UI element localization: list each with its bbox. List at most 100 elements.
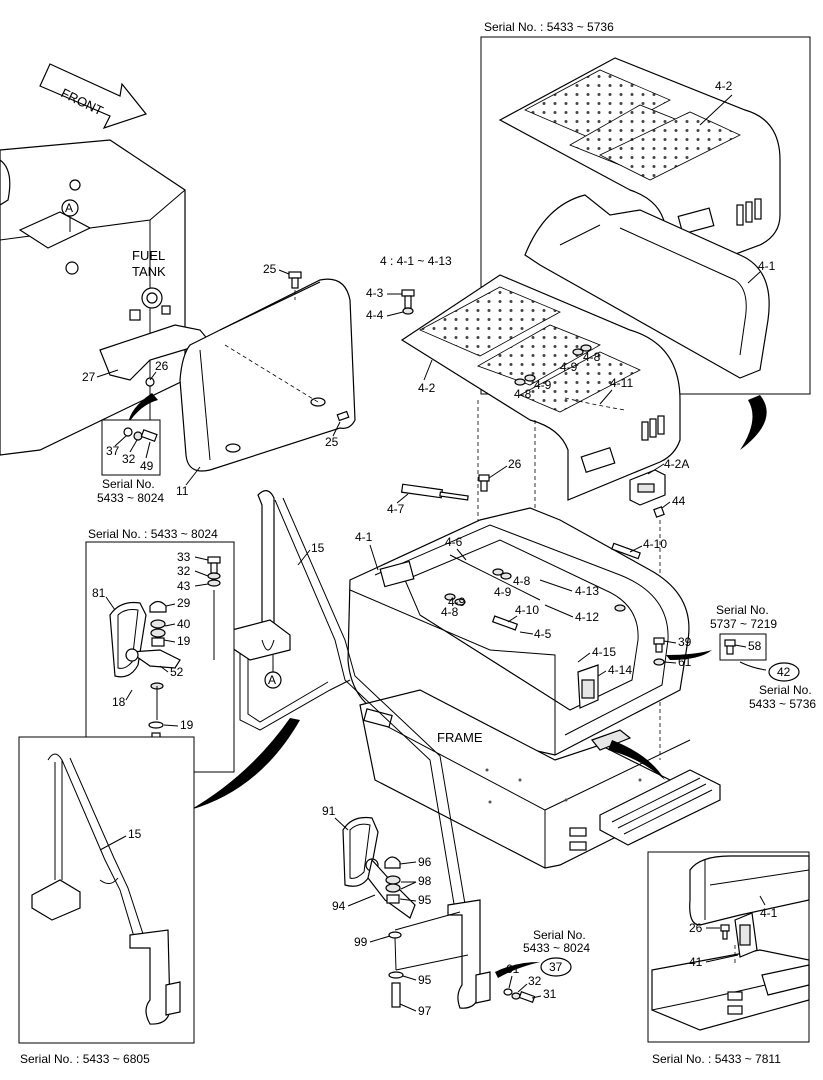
label-37-inset: 37 [106,444,120,458]
serial-bottom-left: Serial No. : 5433 ~ 6805 [20,1052,150,1066]
serial-5737-1: Serial No. [716,603,769,617]
handrail-15 [231,490,491,1009]
serial-bolt-a-2: 5433 ~ 8024 [97,491,164,505]
label-43: 43 [177,579,191,593]
label-4-14: 4-14 [608,663,632,677]
label-4-3: 4-3 [366,286,384,300]
label-11: 11 [176,484,189,498]
label-4-6: 4-6 [445,535,463,549]
label-99: 99 [354,935,368,949]
frame-label: FRAME [437,730,483,745]
circle-a-1: A [61,199,79,217]
label-26-inset: 26 [689,921,703,935]
label-4-1-inset: 4-1 [760,906,778,920]
label-44: 44 [672,494,686,508]
label-52: 52 [170,665,184,679]
fuel-tank-label-1: FUEL [132,248,165,263]
fuel-tank: FUEL TANK A [0,139,186,456]
circle-42: 42 [768,662,800,682]
label-4-8-d: 4-8 [441,605,459,619]
label-19-lower: 19 [180,718,194,732]
fuel-tank-label-2: TANK [132,264,166,279]
label-4-10-b: 4-10 [515,603,539,617]
svg-text:42: 42 [777,665,791,679]
serial-37-1: Serial No. [533,928,586,942]
label-4-7: 4-7 [387,502,405,516]
lower-mirror-assembly [342,816,416,1008]
label-98: 98 [418,874,432,888]
serial-bolt-a-1: Serial No. [102,477,155,491]
label-31: 31 [543,987,557,1001]
label-26-bracket: 26 [155,359,169,373]
label-95-upper: 95 [418,893,432,907]
label-33: 33 [177,550,191,564]
label-4-9-b: 4-9 [534,378,552,392]
front-arrow-icon: FRONT [39,63,148,130]
label-4-5: 4-5 [534,627,552,641]
label-95-lower: 95 [418,973,432,987]
label-19-upper: 19 [177,634,191,648]
svg-text:37: 37 [549,960,563,974]
serial-mirror-box: Serial No. : 5433 ~ 8024 [88,527,218,541]
label-4-2a: 4-2A [664,457,689,471]
label-4-2-top: 4-2 [715,79,733,93]
label-4-8-a: 4-8 [583,350,601,364]
label-18: 18 [112,695,126,709]
circle-37: 37 [540,957,572,977]
serial-bottom-right: Serial No. : 5433 ~ 7811 [652,1052,781,1066]
tub-4-1 [347,507,690,756]
label-96: 96 [418,855,432,869]
serial-37-2: 5433 ~ 8024 [523,941,590,955]
label-4-2: 4-2 [418,381,436,395]
label-32-lower: 32 [528,974,542,988]
label-41: 41 [689,955,703,969]
label-15-main: 15 [311,541,325,555]
label-49-inset: 49 [140,459,154,473]
latch-4-2a [629,469,666,518]
inset-top-right: Serial No. : 5433 ~ 5736 4-2 4-1 [480,20,811,395]
label-32-inset: 32 [122,452,136,466]
label-26-tub: 26 [508,457,522,471]
label-4-8-b: 4-8 [514,387,532,401]
label-94: 94 [332,899,346,913]
label-32-mirror: 32 [177,564,191,578]
label-4-4: 4-4 [366,308,384,322]
label-4-1-top: 4-1 [758,259,776,273]
serial-5737-2: 5737 ~ 7219 [710,617,777,631]
label-39: 39 [678,635,692,649]
label-25-top: 25 [263,262,277,276]
label-4-9-d: 4-9 [448,595,466,609]
serial-top-right: Serial No. : 5433 ~ 5736 [484,20,614,34]
assy-note: 4 : 4-1 ~ 4-13 [380,254,452,268]
inset-bottom-left [18,736,195,1044]
frame [359,689,721,869]
inset-bottom-right [647,851,810,1043]
bolt-inset: 37 32 49 [101,419,161,476]
label-4-12: 4-12 [575,610,599,624]
label-29: 29 [177,596,191,610]
serial-42-1: Serial No. [759,683,812,697]
serial-42-2: 5433 ~ 5736 [749,697,816,711]
gas-spring-4-7 [400,483,469,501]
label-4-15: 4-15 [592,645,616,659]
label-4-1: 4-1 [355,530,373,544]
label-4-9-c: 4-9 [494,585,512,599]
label-91: 91 [322,804,336,818]
svg-text:A: A [268,673,276,687]
label-40: 40 [177,617,191,631]
label-4-8-c: 4-8 [513,574,531,588]
side-panel-11 [179,271,356,472]
label-25-bottom: 25 [325,435,339,449]
label-4-11: 4-11 [610,376,633,390]
label-58: 58 [748,639,762,653]
label-81: 81 [92,586,106,600]
inset-pointer-top [740,395,767,450]
label-27: 27 [82,370,96,384]
svg-text:A: A [65,201,73,215]
main-cover-4-2 [400,274,681,501]
label-97: 97 [418,1004,432,1018]
mirror-inset: Serial No. : 5433 ~ 8024 [85,527,235,773]
label-4-10-a: 4-10 [643,537,667,551]
circle-a-2: A [264,671,282,689]
